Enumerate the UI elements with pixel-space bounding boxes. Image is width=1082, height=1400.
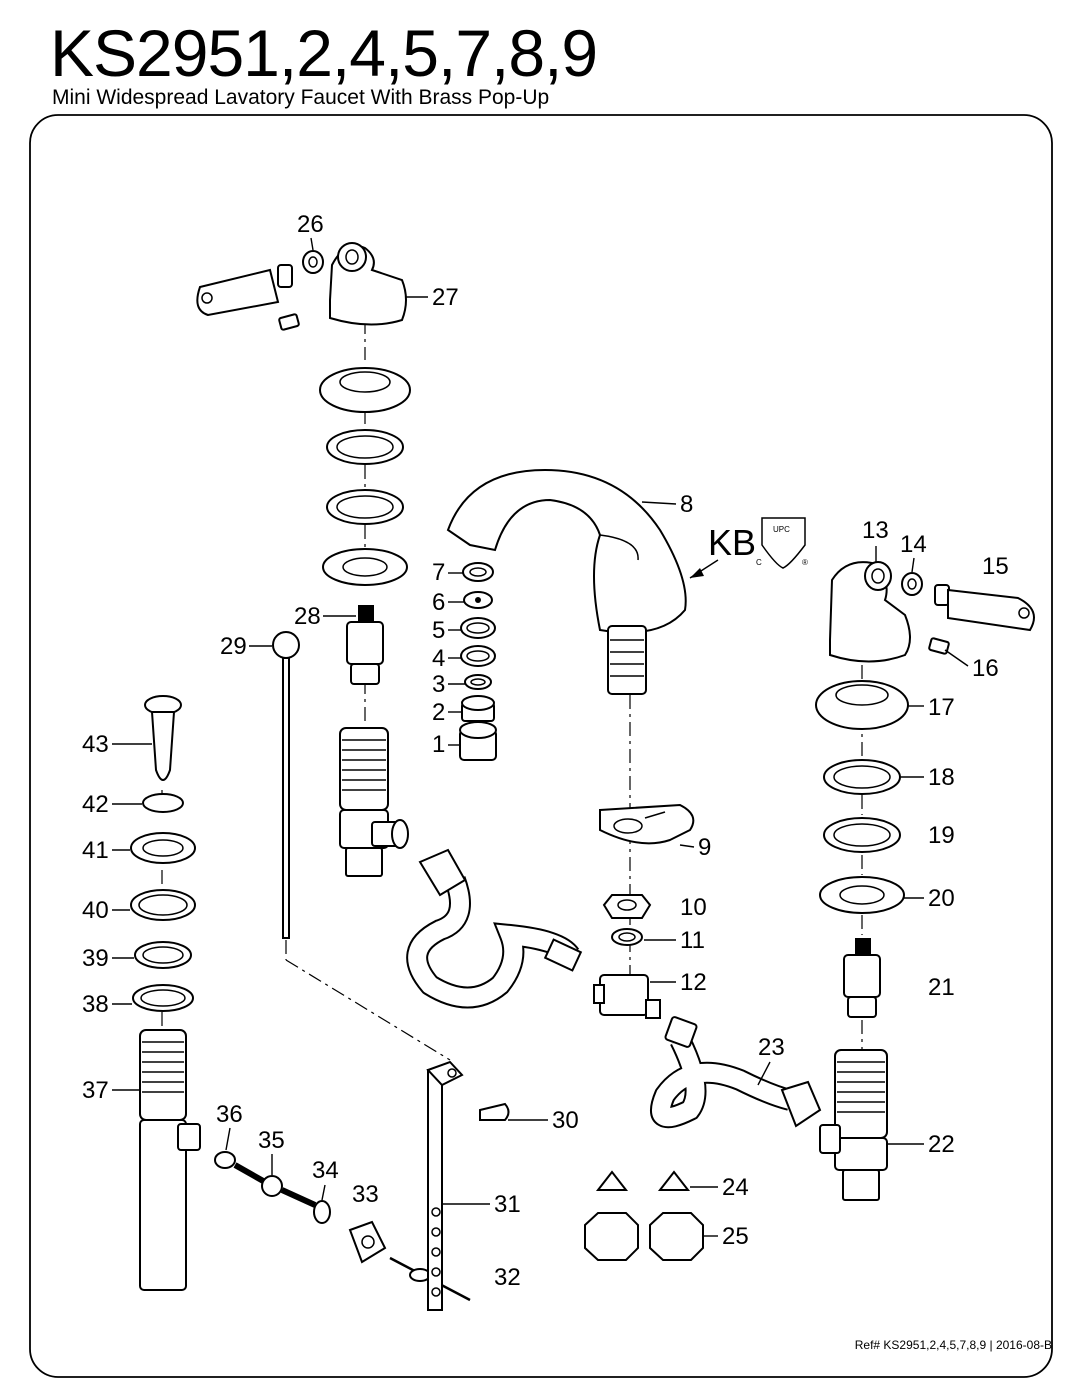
- callout-41: 41: [82, 837, 109, 864]
- callout-9: 9: [698, 834, 711, 861]
- callout-33: 33: [352, 1181, 379, 1208]
- registered-mark: ®: [802, 558, 808, 567]
- callout-20: 20: [928, 885, 955, 912]
- callout-7: 7: [432, 559, 445, 586]
- callout-4: 4: [432, 645, 445, 672]
- callout-38: 38: [82, 991, 109, 1018]
- callout-36: 36: [216, 1101, 243, 1128]
- callout-12: 12: [680, 969, 707, 996]
- callout-42: 42: [82, 791, 109, 818]
- callout-28: 28: [294, 603, 321, 630]
- assembly-centerlines: [161, 320, 863, 1061]
- callout-1: 1: [432, 731, 445, 758]
- callout-26: 26: [297, 211, 324, 238]
- callout-18: 18: [928, 764, 955, 791]
- callout-35: 35: [258, 1127, 285, 1154]
- callout-21: 21: [928, 974, 955, 1001]
- callout-19: 19: [928, 822, 955, 849]
- product-subtitle: Mini Widespread Lavatory Faucet With Bra…: [52, 86, 550, 109]
- right-handle-assembly: [815, 561, 1035, 1201]
- callout-2: 2: [432, 699, 445, 726]
- callout-3: 3: [432, 671, 445, 698]
- callout-10: 10: [680, 894, 707, 921]
- callout-39: 39: [82, 945, 109, 972]
- diagram-frame: [29, 114, 1053, 1378]
- callout-24: 24: [722, 1174, 749, 1201]
- callout-23: 23: [758, 1034, 785, 1061]
- callout-29: 29: [220, 633, 247, 660]
- certification-marks: KB UPC C ®: [689, 517, 808, 579]
- callout-labels: 1 2 3 4 5 6 7 8 9 10 11 12 13 14 15 16 1…: [82, 211, 1009, 1291]
- callout-27: 27: [432, 284, 459, 311]
- callout-6: 6: [432, 589, 445, 616]
- callout-22: 22: [928, 1131, 955, 1158]
- callout-5: 5: [432, 617, 445, 644]
- popup-drain-assembly: [130, 631, 510, 1311]
- callout-32: 32: [494, 1264, 521, 1291]
- spout-assembly: [446, 468, 695, 1019]
- callout-43: 43: [82, 731, 109, 758]
- callout-13: 13: [862, 517, 889, 544]
- kb-brand-mark: KB: [708, 522, 756, 563]
- callout-17: 17: [928, 694, 955, 721]
- callout-8: 8: [680, 491, 693, 518]
- callout-30: 30: [552, 1107, 579, 1134]
- callout-40: 40: [82, 897, 109, 924]
- callout-11: 11: [680, 927, 705, 954]
- aerator-stack: [459, 562, 497, 761]
- callout-34: 34: [312, 1157, 339, 1184]
- c-mark: C: [756, 558, 762, 567]
- upc-seal-icon: [761, 517, 806, 569]
- upc-seal-label: UPC: [773, 525, 790, 534]
- callout-25: 25: [722, 1223, 749, 1250]
- callout-37: 37: [82, 1077, 109, 1104]
- left-handle-assembly: [196, 242, 411, 877]
- callout-15: 15: [982, 553, 1009, 580]
- callout-16: 16: [972, 655, 999, 682]
- reference-number: Ref# KS2951,2,4,5,7,8,9 | 2016-08-B: [854, 1338, 1052, 1352]
- compression-fittings: [584, 1170, 704, 1261]
- callout-14: 14: [900, 531, 927, 558]
- supply-hoses: [406, 848, 822, 1129]
- callout-31: 31: [494, 1191, 521, 1218]
- model-number: KS2951,2,4,5,7,8,9: [50, 16, 598, 90]
